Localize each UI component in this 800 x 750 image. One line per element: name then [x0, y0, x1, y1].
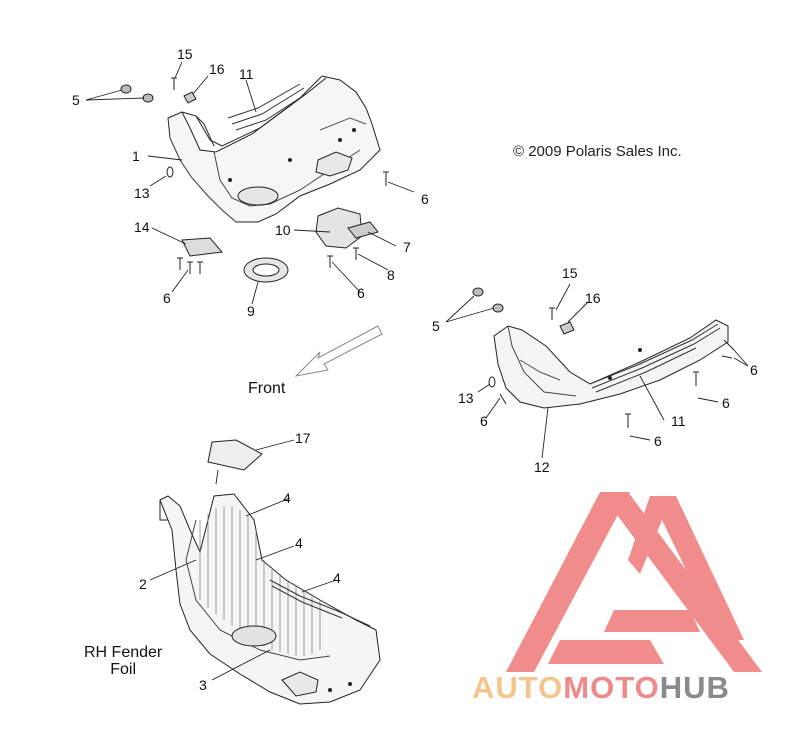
brand-logo-mark — [506, 492, 762, 672]
shield-10 — [315, 207, 379, 268]
callout-4: 4 — [333, 570, 341, 586]
callout-4: 4 — [295, 535, 303, 551]
callout-11: 11 — [671, 413, 686, 429]
callout-6: 6 — [163, 290, 171, 306]
front-direction-label: Front — [248, 380, 286, 397]
callout-4: 4 — [283, 490, 291, 506]
callout-6: 6 — [357, 285, 365, 301]
callout-2: 2 — [139, 576, 147, 592]
front-arrow — [294, 325, 383, 377]
bracket-14 — [177, 237, 223, 274]
callout-7: 7 — [403, 239, 411, 255]
callout-13: 13 — [134, 185, 150, 201]
callout-15: 15 — [562, 265, 578, 281]
brand-text-auto: AUTO — [472, 670, 564, 705]
rh-fender-note-line1: RH Fender — [84, 644, 163, 661]
grommet-9 — [243, 257, 289, 283]
callout-14: 14 — [134, 219, 150, 235]
callout-16: 16 — [585, 290, 601, 306]
rh-fender-note-line2: Foil — [110, 661, 137, 678]
copyright-notice: © 2009 Polaris Sales Inc. — [513, 143, 682, 160]
callout-10: 10 — [275, 222, 291, 238]
callout-17: 17 — [295, 430, 311, 446]
brand-text-hub: HUB — [659, 670, 730, 705]
foil-17 — [207, 439, 263, 471]
callout-16: 16 — [209, 61, 225, 77]
callout-13: 13 — [458, 390, 474, 406]
callout-8: 8 — [387, 267, 395, 283]
callout-11: 11 — [239, 66, 254, 82]
fender-liner-left — [167, 75, 381, 223]
fender-liner-right — [493, 319, 729, 409]
hardware-upper-left — [120, 77, 389, 186]
callout-12: 12 — [534, 459, 550, 475]
callout-3: 3 — [199, 677, 207, 693]
brand-watermark: AUTOMOTOHUB — [472, 670, 730, 706]
callout-5: 5 — [432, 318, 440, 334]
callout-6: 6 — [722, 395, 730, 411]
brand-text-moto: MOTO — [563, 670, 660, 705]
callout-5: 5 — [72, 92, 80, 108]
rh-fender — [159, 493, 381, 705]
callout-6: 6 — [480, 413, 488, 429]
callout-15: 15 — [177, 46, 193, 62]
callout-6: 6 — [750, 362, 758, 378]
callout-1: 1 — [132, 148, 140, 164]
callout-6: 6 — [421, 191, 429, 207]
leader-lines — [85, 61, 749, 681]
callout-6: 6 — [654, 433, 662, 449]
callout-9: 9 — [247, 303, 255, 319]
rh-fender-note: RH Fender Foil — [84, 644, 162, 678]
hardware-right — [472, 287, 735, 428]
